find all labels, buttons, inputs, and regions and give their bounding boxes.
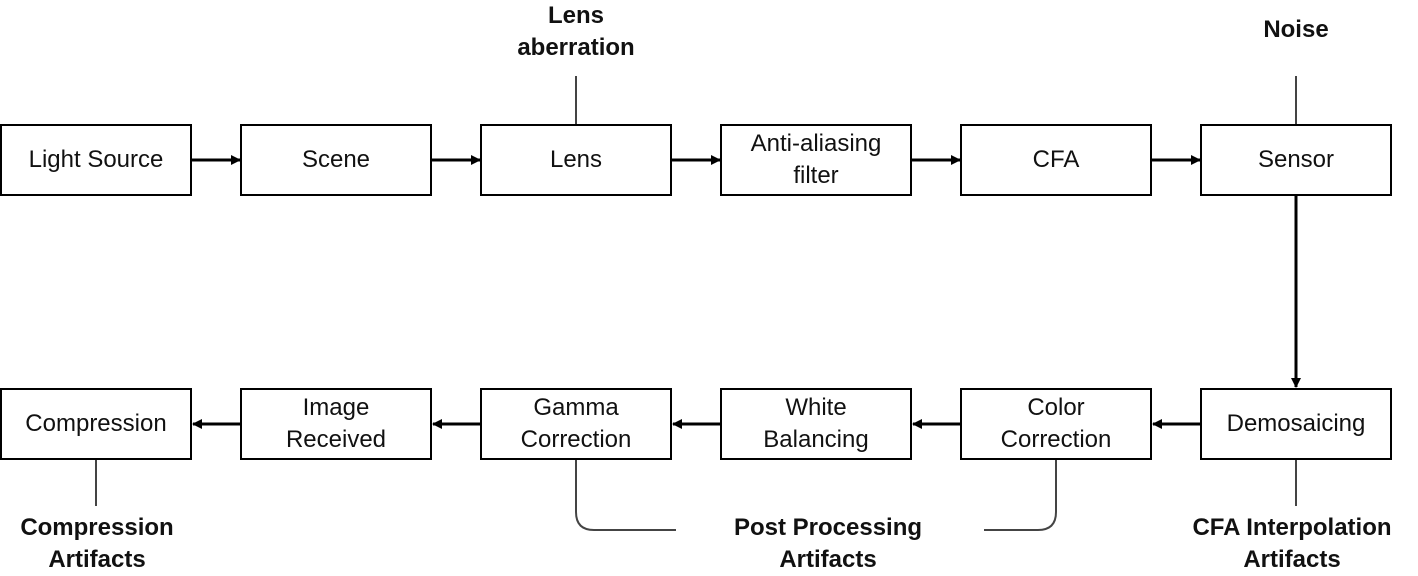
demosaicing-label: Demosaicing	[1226, 410, 1366, 437]
compression-label: Compression	[25, 410, 167, 437]
light-source-block: Light Source	[0, 124, 192, 196]
light-source-label: Light Source	[28, 146, 164, 173]
lens-label: Lens	[549, 146, 603, 173]
cfa-interpolation-artifacts-annotation: CFA Interpolation Artifacts	[1192, 514, 1392, 573]
sensor-block: Sensor	[1200, 124, 1392, 196]
noise-annotation: Noise	[1263, 16, 1329, 43]
lens-aberration-annotation: Lens aberration	[517, 2, 635, 61]
scene-label: Scene	[301, 146, 371, 173]
gamma-correction-label: Gamma Correction	[520, 394, 632, 453]
color-correction-label: Color Correction	[1000, 394, 1112, 453]
compression-artifacts-annotation: Compression Artifacts	[20, 514, 174, 573]
cfa-block: CFA	[960, 124, 1152, 196]
image-received-label: Image Received	[285, 394, 387, 453]
compression-block: Compression	[0, 388, 192, 460]
bracket-color-to-post-processing	[984, 460, 1057, 531]
sensor-label: Sensor	[1257, 146, 1335, 173]
white-balancing-block: White Balancing	[720, 388, 912, 460]
lens-block: Lens	[480, 124, 672, 196]
bracket-gamma-to-post-processing	[575, 460, 676, 531]
gamma-correction-block: Gamma Correction	[480, 388, 672, 460]
anti-aliasing-filter-block: Anti-aliasing filter	[720, 124, 912, 196]
demosaicing-block: Demosaicing	[1200, 388, 1392, 460]
anti-aliasing-filter-label: Anti-aliasing filter	[750, 130, 882, 189]
color-correction-block: Color Correction	[960, 388, 1152, 460]
image-received-block: Image Received	[240, 388, 432, 460]
white-balancing-label: White Balancing	[763, 394, 869, 453]
cfa-label: CFA	[1032, 146, 1080, 173]
scene-block: Scene	[240, 124, 432, 196]
post-processing-artifacts-annotation: Post Processing Artifacts	[733, 514, 923, 573]
